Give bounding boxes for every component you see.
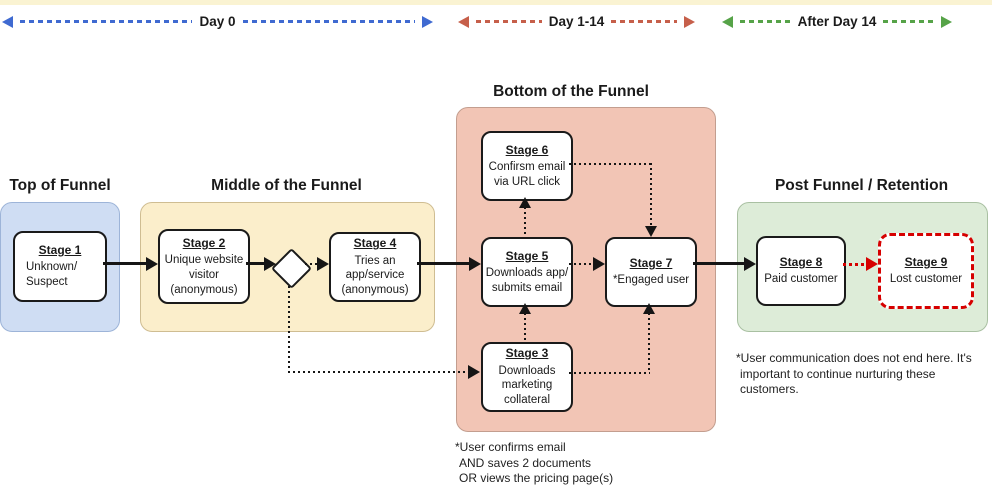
stage-6-title: Stage 6	[505, 142, 549, 157]
stage-7-title: Stage 7	[629, 255, 673, 270]
stage-3-text: Downloads marketing collateral	[498, 364, 556, 407]
arrowhead-icon	[593, 257, 605, 271]
arrow-s4-s5	[417, 262, 470, 265]
arrow-diamond-s4	[305, 263, 318, 265]
top-accent-strip	[0, 0, 992, 5]
arrowhead-icon	[469, 257, 481, 271]
connector-s3-s7-v	[648, 313, 650, 373]
dashed-line	[740, 20, 791, 23]
dashed-line	[611, 20, 678, 23]
dashed-line	[883, 20, 935, 23]
dashed-line	[242, 20, 415, 23]
connector-s5-s6	[524, 207, 526, 237]
stage-4-text: Tries an app/service (anonymous)	[341, 254, 409, 297]
stage-1-text: Unknown/ Suspect	[26, 261, 78, 289]
arrowhead-icon	[468, 365, 480, 379]
stage-5-title: Stage 5	[505, 248, 549, 263]
stage-7-box: Stage 7 *Engaged user	[605, 237, 697, 307]
stage-4-box: Stage 4 Tries an app/service (anonymous)	[329, 232, 421, 302]
stage-6-box: Stage 6 Confirsm email via URL click	[481, 131, 573, 201]
stage-4-title: Stage 4	[353, 236, 397, 251]
timeline-after-day14-label: After Day 14	[797, 14, 877, 29]
arrow-s2-diamond	[246, 262, 265, 265]
stage-1-box: Stage 1 Unknown/ Suspect	[13, 231, 107, 302]
header-post-funnel: Post Funnel / Retention	[774, 177, 949, 194]
stage-3-box: Stage 3 Downloads marketing collateral	[481, 342, 573, 412]
arrow-s1-s2	[103, 262, 147, 265]
arrowhead-icon	[146, 257, 158, 271]
header-bottom-of-funnel: Bottom of the Funnel	[493, 83, 649, 100]
connector-diamond-s3-v	[288, 286, 290, 372]
stage-8-box: Stage 8 Paid customer	[756, 236, 846, 306]
footnote-retention: *User communication does not end here. I…	[736, 351, 972, 397]
connector-diamond-s3-h	[288, 371, 469, 373]
stage-5-text: Downloads app/ submits email	[485, 266, 569, 294]
timeline-day1-14-label: Day 1-14	[548, 14, 605, 29]
header-middle-of-funnel: Middle of the Funnel	[211, 177, 362, 194]
dashed-line	[476, 20, 542, 23]
stage-9-title: Stage 9	[904, 254, 948, 269]
arrowhead-icon	[264, 257, 276, 271]
arrow-s8-s9	[843, 263, 867, 266]
stage-9-box: Stage 9 Lost customer	[878, 233, 974, 309]
dashed-line	[20, 20, 193, 23]
arrowhead-up-icon	[519, 303, 531, 314]
stage-3-title: Stage 3	[505, 346, 549, 361]
timeline-day1-14: Day 1-14	[458, 14, 696, 29]
arrow-left-icon	[722, 15, 733, 28]
stage-8-title: Stage 8	[779, 254, 823, 269]
stage-8-text: Paid customer	[764, 273, 838, 286]
arrow-s5-s7	[569, 263, 594, 265]
stage-5-box: Stage 5 Downloads app/ submits email	[481, 237, 573, 307]
arrow-left-icon	[2, 15, 13, 28]
arrowhead-up-icon	[643, 303, 655, 314]
timeline-after-day14: After Day 14	[722, 14, 953, 29]
connector-s6-s7-v	[650, 163, 652, 226]
stage-2-title: Stage 2	[182, 235, 226, 250]
arrow-right-icon	[941, 15, 953, 28]
stage-2-text: Unique website visitor (anonymous)	[164, 254, 244, 296]
arrowhead-down-icon	[645, 226, 657, 237]
connector-s3-s5	[524, 313, 526, 342]
arrow-left-icon	[458, 15, 469, 28]
timeline-day0-label: Day 0	[199, 14, 236, 29]
stage-1-title: Stage 1	[38, 243, 82, 258]
arrowhead-up-icon	[519, 197, 531, 208]
arrowhead-icon	[744, 257, 756, 271]
header-top-of-funnel: Top of Funnel	[9, 177, 111, 194]
arrow-s7-s8	[693, 262, 745, 265]
footnote-engaged-user: *User confirms email AND saves 2 documen…	[455, 440, 614, 485]
arrow-right-icon	[422, 15, 433, 28]
stage-9-text: Lost customer	[889, 273, 963, 286]
stage-2-box: Stage 2 Unique website visitor (anonymou…	[158, 229, 250, 304]
connector-s6-s7-h	[569, 163, 652, 165]
arrow-right-icon	[684, 15, 696, 28]
connector-s3-s7-h	[569, 372, 650, 374]
stage-6-text: Confirsm email via URL click	[488, 160, 566, 188]
arrowhead-icon	[866, 257, 878, 271]
arrowhead-icon	[317, 257, 329, 271]
stage-7-text: *Engaged user	[612, 274, 690, 287]
timeline-day0: Day 0	[2, 14, 433, 29]
